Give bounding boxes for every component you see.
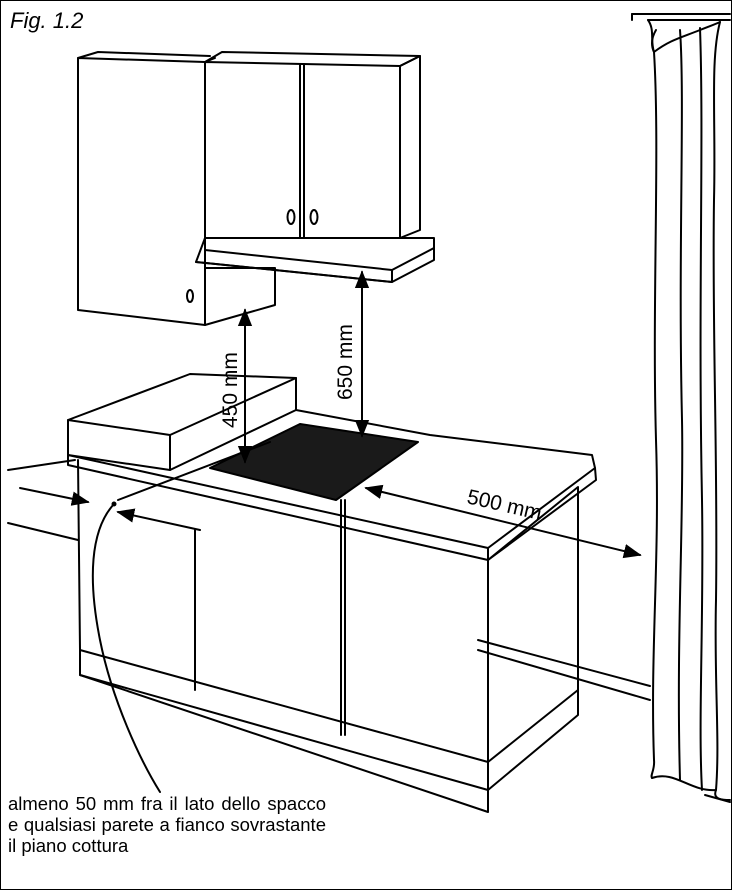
side-clearance-label: 500 mm: [465, 485, 544, 524]
left-wall-cabinet: [77, 51, 276, 326]
cabinet-clearance-label: 450 mm: [219, 352, 242, 428]
wall-lines: [7, 459, 731, 803]
extractor-hood: [195, 237, 435, 283]
base-cabinet: [77, 459, 579, 813]
figure-label: Fig. 1.2: [10, 8, 84, 33]
hood-clearance-label: 650 mm: [334, 324, 357, 400]
curtain: [631, 13, 731, 801]
induction-hob: [209, 423, 419, 501]
installation-caption: almeno 50 mm fra il lato dello spacco e …: [8, 793, 326, 856]
right-wall-cabinet: [204, 51, 421, 239]
dimension-arrows: [19, 270, 642, 559]
caption-leader-line: [91, 503, 161, 793]
